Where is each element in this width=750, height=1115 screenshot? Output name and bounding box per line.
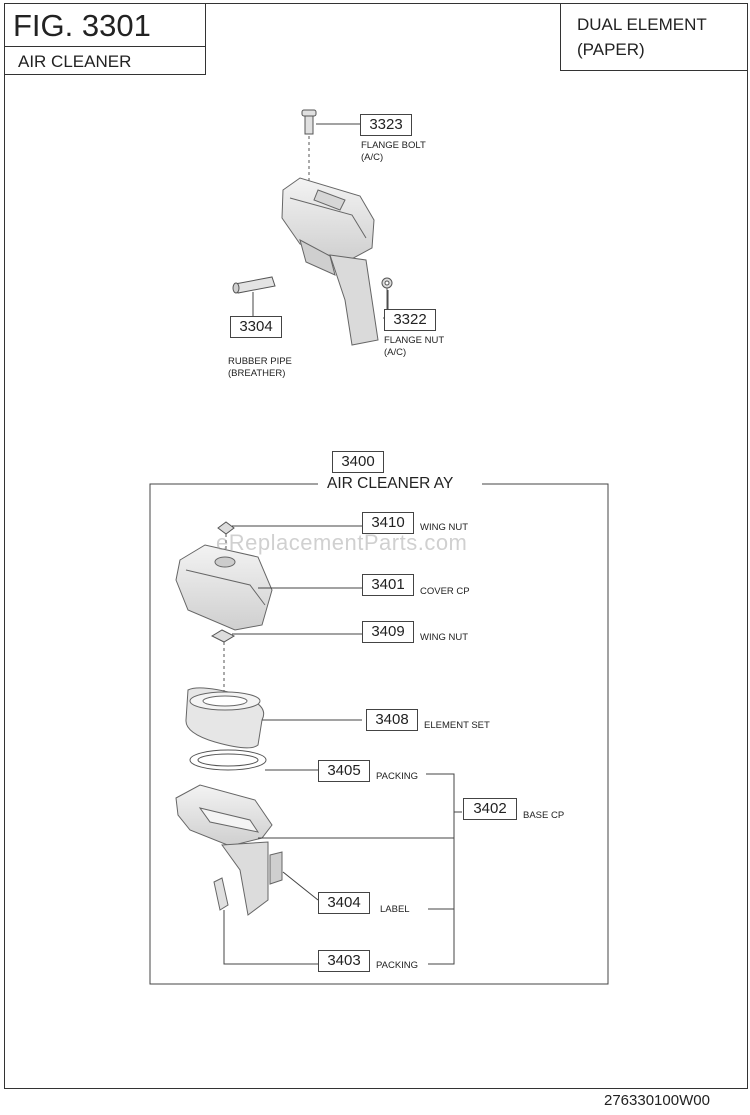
callout-3405: 3405 [318, 760, 370, 782]
footer-code: 276330100W00 [604, 1092, 710, 1109]
label-3402: BASE CP [523, 810, 565, 821]
callout-3410: 3410 [362, 512, 414, 534]
rubber-pipe-illustration [232, 276, 276, 294]
packing-ring-illustration [189, 749, 267, 771]
callout-3323: 3323 [360, 114, 412, 136]
label-3405: PACKING [376, 771, 419, 782]
variant-line2: (PAPER) [577, 40, 645, 59]
callout-3404: 3404 [318, 892, 370, 914]
fig-label: FIG. 3301 [13, 8, 151, 43]
callout-3304: 3304 [230, 316, 282, 338]
label-3304-l2: (BREATHER) [228, 368, 286, 379]
label-3322-l2: (A/C) [384, 347, 407, 358]
variant-line1: DUAL ELEMENT [577, 15, 707, 34]
label-3404: LABEL [380, 904, 410, 915]
callout-3403: 3403 [318, 950, 370, 972]
assembly-title: AIR CLEANER AY [323, 475, 458, 493]
assembly-frame [149, 483, 609, 985]
label-3401: COVER CP [420, 586, 470, 597]
label-3403: PACKING [376, 960, 419, 971]
watermark: eReplacementParts.com [216, 530, 468, 555]
diagram-frame [4, 3, 748, 1089]
callout-3402: 3402 [463, 798, 517, 820]
callout-3409: 3409 [362, 621, 414, 643]
label-3410: WING NUT [420, 522, 469, 533]
fig-title: AIR CLEANER [18, 52, 132, 71]
element-illustration [185, 687, 265, 749]
wing-nut-top-illustration [217, 521, 235, 560]
label-3322-l1: FLANGE NUT [384, 335, 445, 346]
label-3409: WING NUT [420, 632, 469, 643]
wing-nut-middle-illustration [210, 629, 236, 700]
cover-illustration [175, 544, 273, 631]
label-3304-l1: RUBBER PIPE [228, 356, 292, 367]
label-3323-l2: (A/C) [361, 152, 384, 163]
label-3323-l1: FLANGE BOLT [361, 140, 426, 151]
air-cleaner-top-illustration [281, 177, 379, 346]
base-illustration [175, 784, 283, 916]
label-3408: ELEMENT SET [424, 720, 490, 731]
callout-3401: 3401 [362, 574, 414, 596]
fig-title-box: AIR CLEANER [4, 46, 206, 75]
leader-lines-lower [223, 773, 462, 965]
callout-3408: 3408 [366, 709, 418, 731]
callout-3400: 3400 [332, 451, 384, 473]
callout-3322: 3322 [384, 309, 436, 331]
variant-box: DUAL ELEMENT (PAPER) [560, 3, 748, 71]
